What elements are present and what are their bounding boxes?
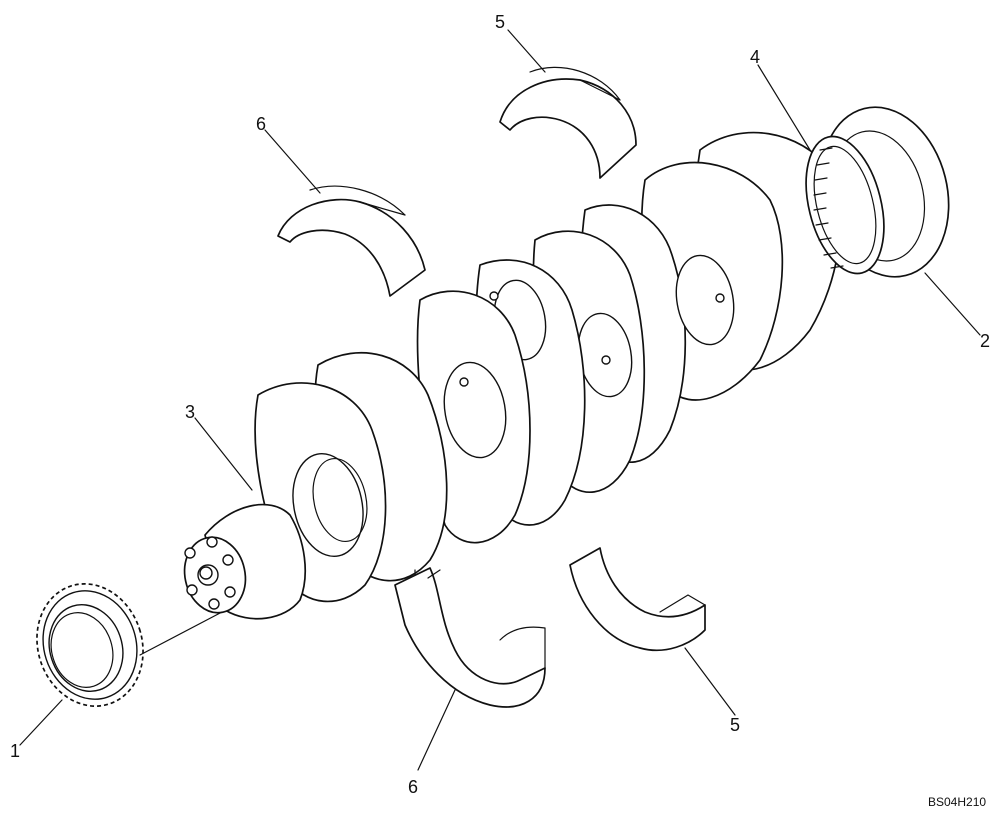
callout-5-top: 5 (495, 12, 505, 32)
bolt-hole (208, 598, 220, 610)
callout-1: 1 (10, 741, 20, 761)
upper-bearing-shell-6 (277, 185, 426, 297)
oil-hole (489, 291, 499, 301)
bolt-hole (206, 536, 218, 548)
callout-5-bottom: 5 (730, 715, 740, 735)
front-crankshaft-gear (36, 583, 144, 707)
leader-lines (19, 29, 981, 771)
crank-pin-2 (443, 361, 507, 459)
bolt-hole (224, 586, 236, 598)
upper-bearing-shell-5 (499, 66, 637, 179)
bolt-hole (222, 554, 234, 566)
drawing-code: BS04H210 (928, 795, 986, 809)
main-journal-4 (675, 254, 735, 346)
crankshaft (183, 106, 950, 620)
rear-crankshaft-gear (805, 135, 885, 275)
callout-4: 4 (750, 47, 760, 67)
oil-hole (459, 377, 469, 387)
callout-6-top: 6 (256, 114, 266, 134)
bolt-hole (186, 584, 198, 596)
main-journal-1 (292, 452, 364, 558)
oil-hole (715, 293, 725, 303)
bolt-hole (184, 547, 196, 559)
lower-bearing-shell-6 (394, 567, 546, 708)
callout-2: 2 (980, 331, 990, 351)
callout-6-bottom: 6 (408, 777, 418, 797)
callout-3: 3 (185, 402, 195, 422)
lower-bearing-shell-5 (569, 547, 706, 652)
oil-hole (601, 355, 611, 365)
